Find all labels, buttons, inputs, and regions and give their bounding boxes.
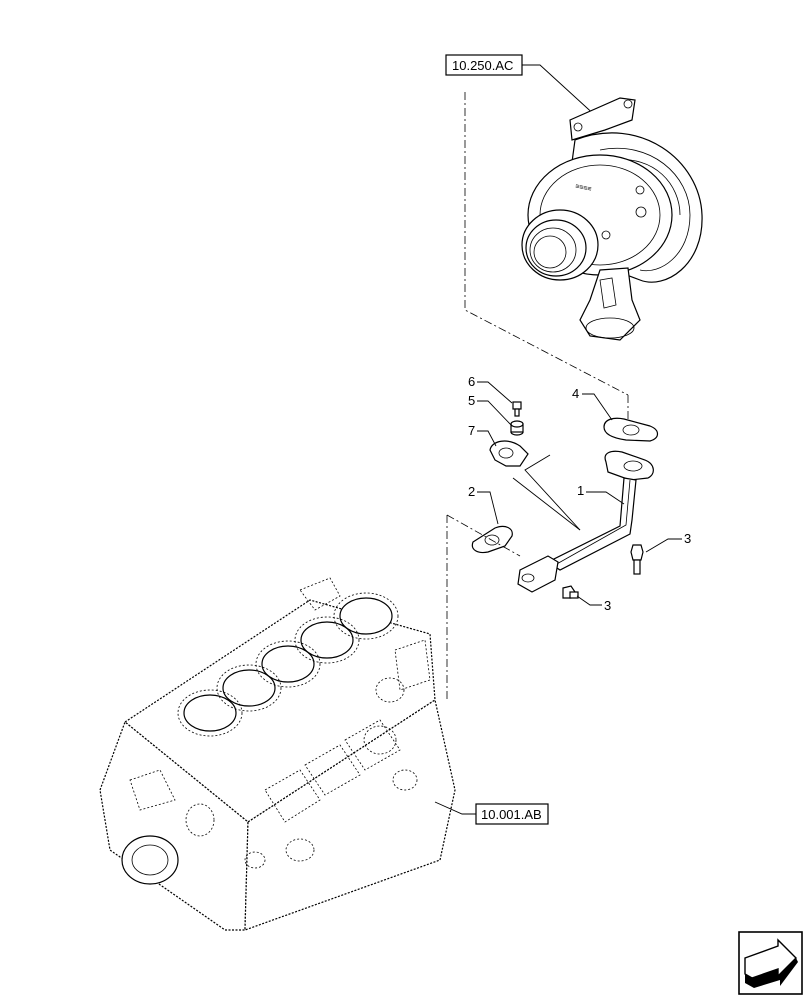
bolts-drawing — [562, 544, 644, 599]
turbocharger-reference-label: 10.250.AC — [452, 58, 513, 73]
callout-2: 2 — [468, 484, 499, 525]
engine-block-reference[interactable]: 10.001.AB — [434, 801, 549, 825]
callout-2-label: 2 — [468, 484, 475, 499]
callout-4-label: 4 — [572, 386, 579, 401]
callout-1: 1 — [577, 483, 625, 505]
next-page-arrow-icon[interactable] — [738, 931, 803, 995]
engine-block-drawing — [99, 577, 456, 931]
callout-6-label: 6 — [468, 374, 475, 389]
callout-3-lower-label: 3 — [604, 598, 611, 613]
callout-7-label: 7 — [468, 423, 475, 438]
turbocharger-reference[interactable]: 10.250.AC — [445, 54, 599, 119]
callout-5: 5 — [468, 393, 513, 427]
gasket-lower-drawing — [471, 525, 513, 554]
svg-text:≡≡≡≡: ≡≡≡≡ — [575, 183, 592, 193]
callout-4: 4 — [572, 386, 613, 421]
phantom-lines-turbo — [464, 92, 629, 420]
installation-lines — [446, 454, 581, 700]
oil-pipe-drawing — [517, 450, 654, 593]
turbocharger-drawing: ≡≡≡≡ — [521, 97, 703, 341]
small-parts-drawing — [489, 401, 529, 467]
callout-6: 6 — [468, 374, 513, 404]
callout-5-label: 5 — [468, 393, 475, 408]
engine-block-reference-label: 10.001.AB — [481, 807, 542, 822]
callout-7: 7 — [468, 423, 497, 447]
callout-1-label: 1 — [577, 483, 584, 498]
callout-3-lower: 3 — [576, 595, 611, 613]
gasket-upper-drawing — [603, 417, 659, 442]
callout-3-upper: 3 — [645, 531, 691, 553]
callout-3-upper-label: 3 — [684, 531, 691, 546]
